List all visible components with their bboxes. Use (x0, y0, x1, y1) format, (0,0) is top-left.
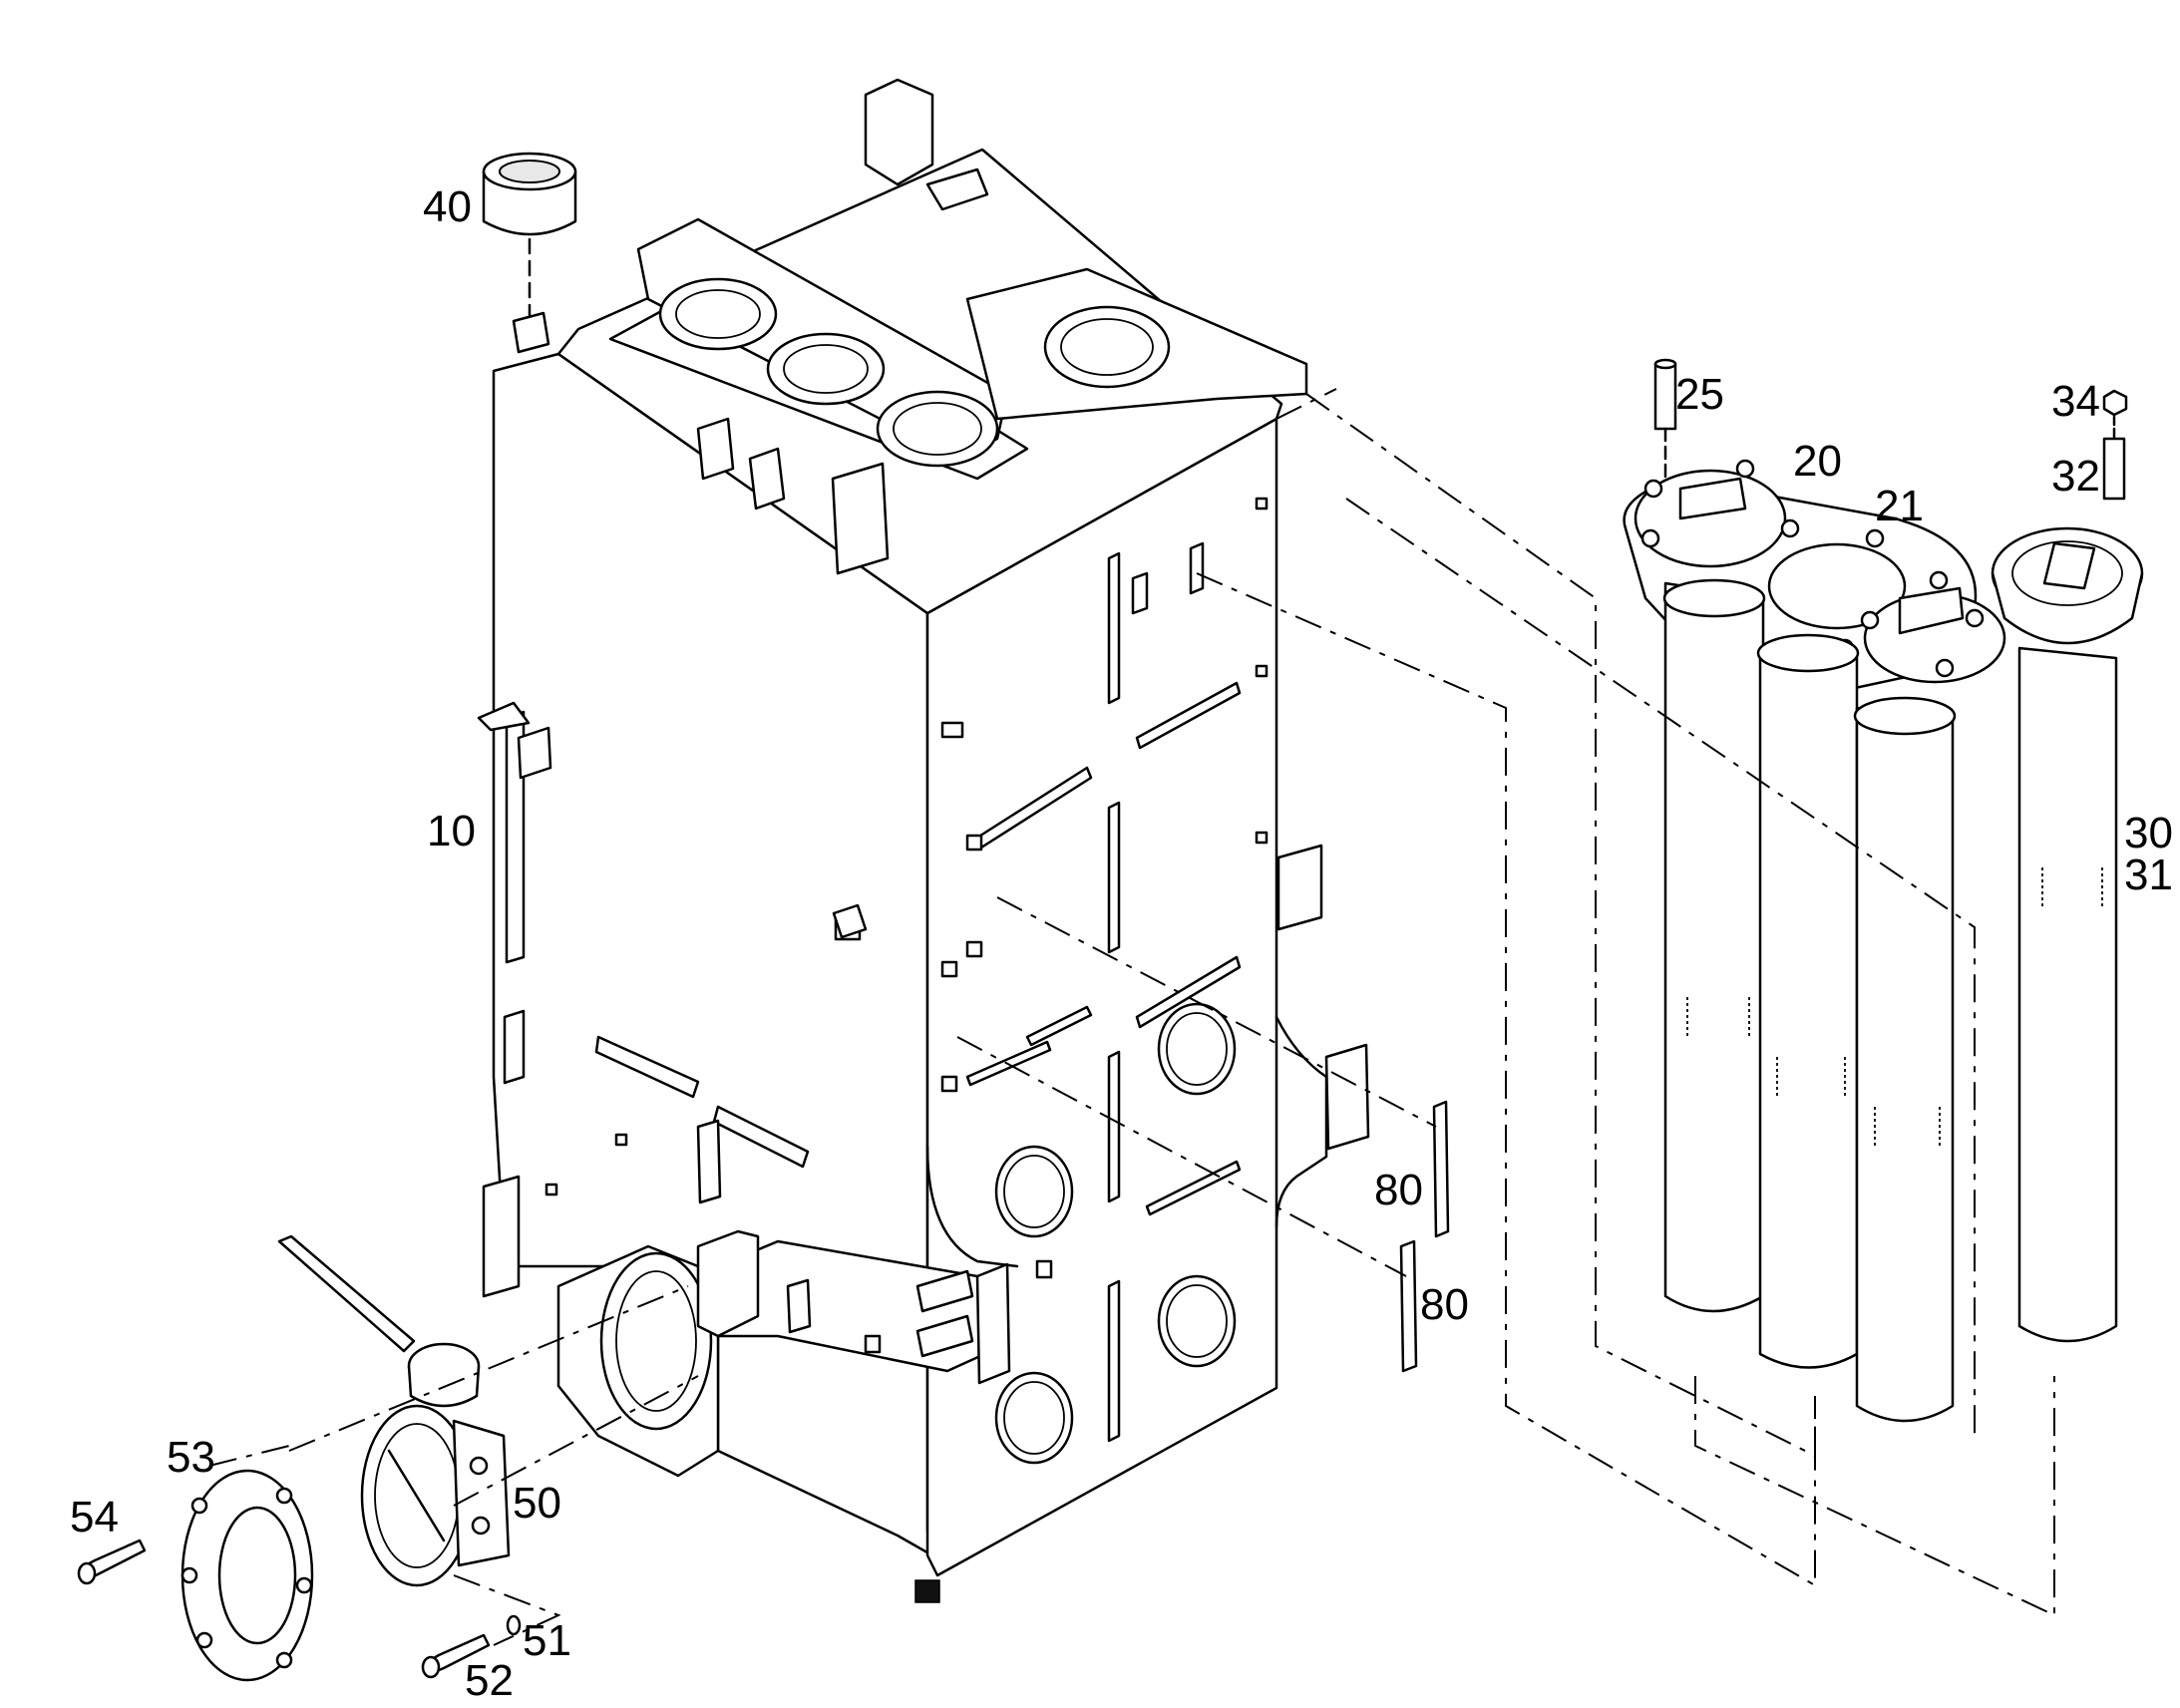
tube-markings (1686, 867, 2103, 1147)
part-80-rod-upper (1432, 1100, 1450, 1238)
callout-c50: 50 (513, 1479, 561, 1528)
callout-c54: 54 (70, 1493, 119, 1541)
callout-c80b: 80 (1420, 1280, 1469, 1329)
filter-tube-1 (1662, 578, 1766, 1313)
assembly-lines (208, 388, 2055, 1646)
part-30-filter-single (1991, 526, 2144, 1343)
callout-c40: 40 (423, 182, 472, 231)
filter-tube-3 (1853, 696, 1957, 1423)
part-34-nut (2102, 389, 2128, 417)
part-25-stud (1653, 358, 1677, 481)
inspection-cover-1 (1157, 1002, 1237, 1096)
callout-c52: 52 (465, 1656, 514, 1705)
inspection-cover-4 (994, 1371, 1074, 1465)
callout-c34: 34 (2051, 377, 2100, 426)
inspection-cover-3 (1157, 1274, 1237, 1368)
part-32-stud (2102, 415, 2126, 501)
callout-c80a: 80 (1374, 1166, 1423, 1214)
callout-c32: 32 (2051, 452, 2100, 501)
callout-c53: 53 (167, 1433, 215, 1482)
callout-c20: 20 (1793, 437, 1842, 486)
part-53-flange (181, 1469, 314, 1682)
callout-c25: 25 (1675, 370, 1724, 419)
callout-c31: 31 (2124, 851, 2173, 899)
part-54-bolt (77, 1538, 147, 1585)
part-51-washer (506, 1614, 522, 1636)
part-40-cap (482, 152, 577, 354)
callout-c30: 30 (2124, 809, 2173, 857)
part-52-bolt (421, 1633, 491, 1679)
tank-body (477, 78, 1370, 1603)
callout-c21: 21 (1875, 482, 1924, 530)
inspection-cover-2 (994, 1145, 1074, 1238)
filter-tube-2 (1756, 633, 1860, 1369)
part-80-rod-lower (1399, 1239, 1418, 1373)
part-50-butterfly-valve (277, 1234, 511, 1587)
callout-c51: 51 (523, 1616, 571, 1665)
callout-c10: 10 (427, 807, 476, 855)
